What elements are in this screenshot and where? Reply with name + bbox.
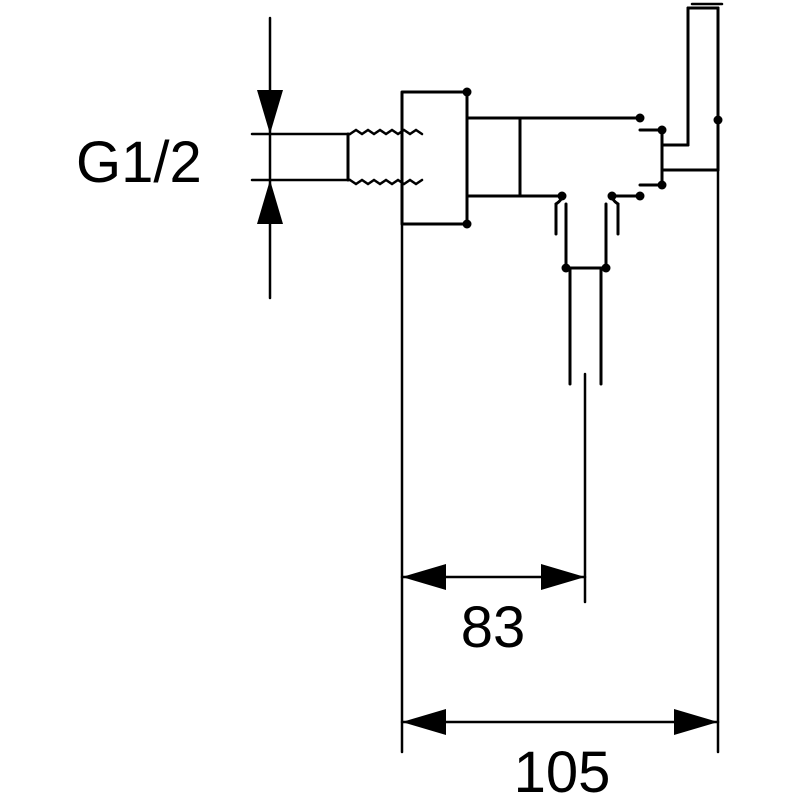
thread-dimension: G1/2 (76, 16, 352, 300)
depth-dimension: 105 (400, 168, 720, 800)
depth-arrow-left (402, 709, 446, 735)
offset-arrow-left (402, 564, 446, 590)
outlet-nut (554, 202, 620, 273)
thread-bottom (348, 178, 424, 186)
outlet-pipe (568, 266, 603, 386)
thread-arrow-top (257, 90, 283, 134)
thread-arrow-bottom (257, 180, 283, 224)
offset-arrow-right (541, 564, 585, 590)
depth-arrow-right (674, 709, 718, 735)
thread-label: G1/2 (76, 130, 202, 195)
valve-body (465, 113, 645, 206)
offset-label: 83 (461, 595, 526, 660)
threaded-inlet (346, 128, 424, 186)
lever-handle (660, 2, 724, 172)
bonnet-nut (638, 125, 667, 190)
wall-flange (400, 87, 472, 229)
offset-dimension: 83 (400, 222, 587, 754)
thread-top (348, 128, 424, 136)
depth-label: 105 (514, 740, 611, 800)
